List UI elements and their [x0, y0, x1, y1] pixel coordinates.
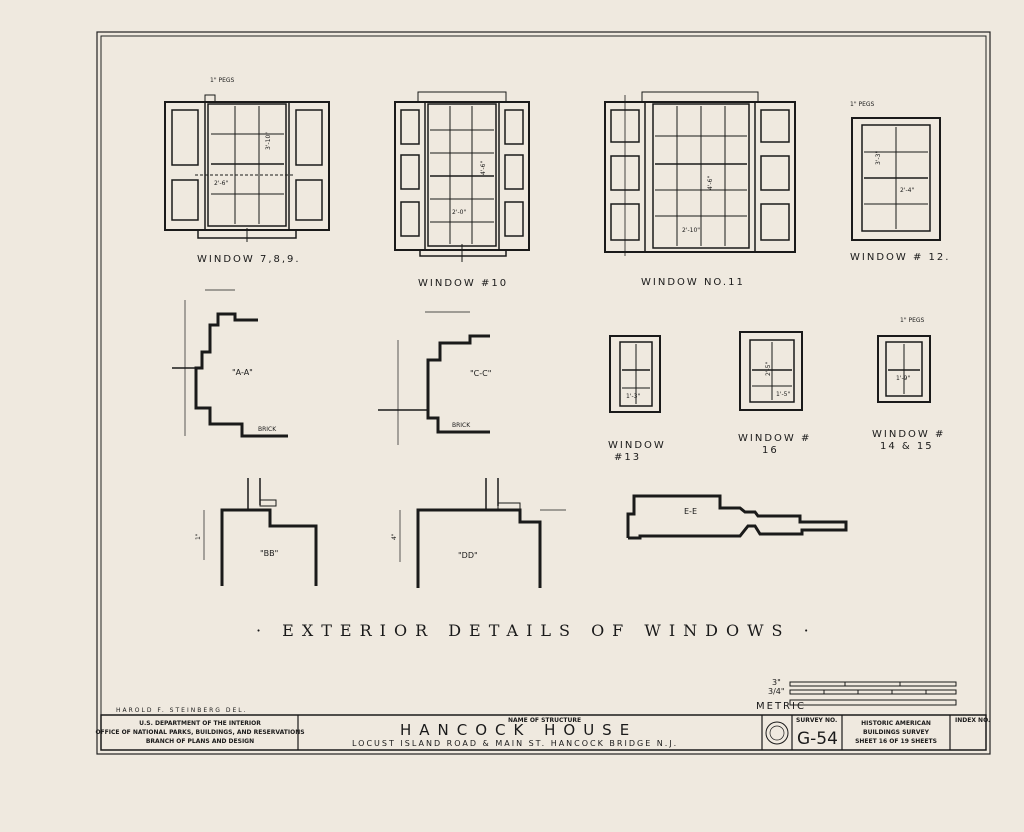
agency-line-2: OFFICE OF NATIONAL PARKS, BUILDINGS, AND…: [95, 729, 304, 736]
name-of-structure-label: NAME OF STRUCTURE: [508, 717, 581, 724]
dim-2-0: 2'-0": [452, 209, 466, 216]
dim-1in: 1": [195, 533, 202, 540]
outer-border: [96, 31, 991, 755]
label-window-11: WINDOW NO.11: [641, 277, 745, 288]
label-window-13-b: #13: [614, 452, 641, 463]
dim-2-6: 2'-6": [214, 180, 228, 187]
section-label-c-c: "C-C": [470, 369, 491, 378]
structure-address: LOCUST ISLAND ROAD & MAIN ST. HANCOCK BR…: [352, 739, 678, 748]
label-window-16-a: WINDOW #: [738, 433, 811, 444]
survey-no-label: SURVEY NO.: [796, 717, 837, 724]
brick-label-2: BRICK: [452, 422, 471, 429]
dim-3-10: 3'-10": [265, 132, 272, 150]
window-12-elevation: [851, 117, 941, 241]
window-13-elevation: [609, 335, 661, 413]
habs-line-2: BUILDINGS SURVEY: [863, 729, 930, 736]
scale-3-4in: 3/4": [768, 687, 785, 696]
index-no-label: INDEX NO.: [955, 717, 990, 724]
dim-3-3: 3'-3": [875, 151, 882, 165]
label-window-14-15-a: WINDOW #: [872, 429, 945, 440]
section-a-a: [172, 289, 288, 438]
section-label-bb: "BB": [260, 549, 278, 558]
label-window-16-b: 16: [762, 445, 779, 456]
label-window-10: WINDOW #10: [418, 278, 508, 289]
scale-metric-label: METRIC: [756, 701, 806, 712]
dim-1-5: 1'-5": [776, 391, 790, 398]
pegs-label-3: 1" PEGS: [900, 317, 925, 324]
label-window-13-a: WINDOW: [608, 440, 666, 451]
section-ee: [626, 494, 848, 540]
window-14-15-elevation: [877, 335, 931, 403]
pegs-label-2: 1" PEGS: [850, 101, 875, 108]
window-7-8-9-elevation: [164, 94, 330, 242]
main-title: · EXTERIOR DETAILS OF WINDOWS ·: [256, 621, 817, 640]
section-label-a-a: "A-A": [232, 368, 253, 377]
section-bb: [203, 478, 318, 586]
label-window-12: WINDOW # 12.: [850, 252, 950, 263]
scale-3in: 3": [772, 678, 781, 687]
brick-label-1: BRICK: [258, 426, 277, 433]
structure-name: HANCOCK HOUSE: [400, 721, 637, 739]
dim-4in: 4": [391, 533, 398, 540]
sheet-number: SHEET 16 OF 19 SHEETS: [855, 738, 937, 745]
inner-border: [100, 35, 987, 751]
dim-1-9: 1'-9": [896, 375, 910, 382]
graphic-scale: [789, 681, 957, 706]
agency-line-3: BRANCH OF PLANS AND DESIGN: [146, 738, 254, 745]
dim-1-3: 1'-3": [626, 393, 640, 400]
dim-4-6-b: 4'-6": [707, 176, 714, 190]
dim-2-10: 2'-10": [682, 227, 700, 234]
section-dd: [399, 478, 566, 588]
habs-line-1: HISTORIC AMERICAN: [861, 720, 931, 727]
dim-4-6: 4'-6": [480, 161, 487, 175]
drafter-credit: HAROLD F. STEINBERG DEL.: [116, 707, 248, 714]
title-block: [100, 714, 987, 751]
label-window-14-15-b: 14 & 15: [880, 441, 934, 452]
pegs-label-1: 1" PEGS: [210, 77, 235, 84]
window-11-elevation: [604, 91, 796, 256]
dim-2-5: 2'-5": [765, 362, 772, 376]
agency-line-1: U.S. DEPARTMENT OF THE INTERIOR: [139, 720, 261, 727]
section-label-dd: "DD": [458, 551, 478, 560]
window-16-elevation: [739, 331, 803, 411]
survey-number: G-54: [797, 729, 838, 749]
section-label-ee: E-E: [684, 507, 697, 516]
window-10-elevation: [394, 91, 530, 262]
section-c-c: [378, 311, 490, 445]
dim-2-4: 2'-4": [900, 187, 914, 194]
label-window-7-8-9: WINDOW 7,8,9.: [197, 254, 301, 265]
